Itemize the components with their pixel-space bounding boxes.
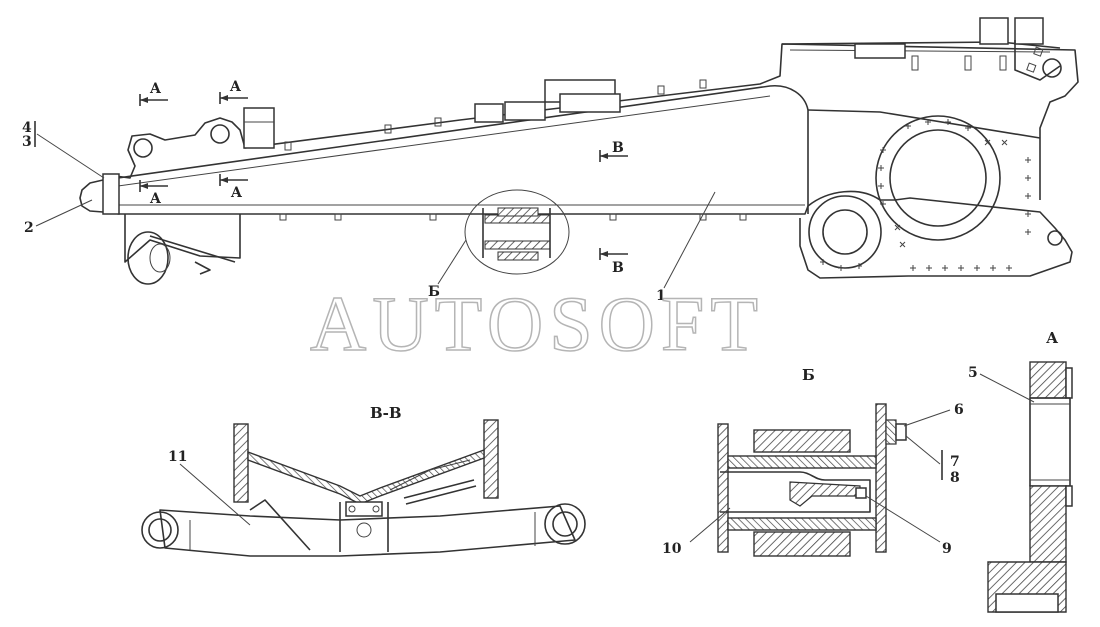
callout-8: 8 — [950, 470, 960, 486]
section-label: A — [149, 81, 162, 97]
callout-11: 11 — [168, 449, 187, 465]
section-arrows: A A A A B B — [139, 79, 628, 276]
detail-b-title: Б — [802, 366, 815, 384]
callout-9: 9 — [942, 541, 952, 557]
main-boom-view — [79, 17, 1079, 285]
detail-b-mini — [482, 207, 551, 261]
callout-b-detail: Б — [428, 284, 440, 300]
section-arrow-a-top-1: A — [139, 81, 168, 106]
main-callouts: 4 3 2 Б 1 — [22, 120, 716, 304]
section-label: B — [612, 140, 624, 156]
section-label: A — [229, 79, 242, 95]
section-arrow-a-top-2: A — [219, 79, 248, 104]
section-a-title: А — [1046, 329, 1059, 347]
section-vv-view: В-В 11 — [141, 404, 586, 557]
watermark: AUTOSOFT — [310, 280, 764, 367]
callout-1: 1 — [656, 288, 666, 304]
callout-5: 5 — [968, 365, 978, 381]
section-label: A — [230, 185, 243, 201]
callout-4: 4 — [22, 120, 32, 136]
section-arrow-a-mid-1: A — [139, 180, 168, 207]
callout-3: 3 — [22, 134, 32, 150]
section-vv-title: В-В — [370, 404, 402, 422]
callout-7: 7 — [950, 454, 960, 470]
section-arrow-a-mid-2: A — [219, 174, 248, 201]
section-arrow-b-1: B — [599, 140, 628, 162]
weld-marks — [820, 119, 1031, 271]
section-a-view: А 5 — [968, 329, 1073, 613]
section-label: A — [149, 191, 162, 207]
callout-2: 2 — [24, 220, 34, 236]
section-arrow-b-2: B — [599, 248, 628, 276]
detail-b-view: Б 6 7 8 9 10 — [662, 366, 964, 557]
callout-10: 10 — [662, 541, 682, 557]
callout-6: 6 — [954, 402, 964, 418]
section-label: B — [612, 260, 624, 276]
